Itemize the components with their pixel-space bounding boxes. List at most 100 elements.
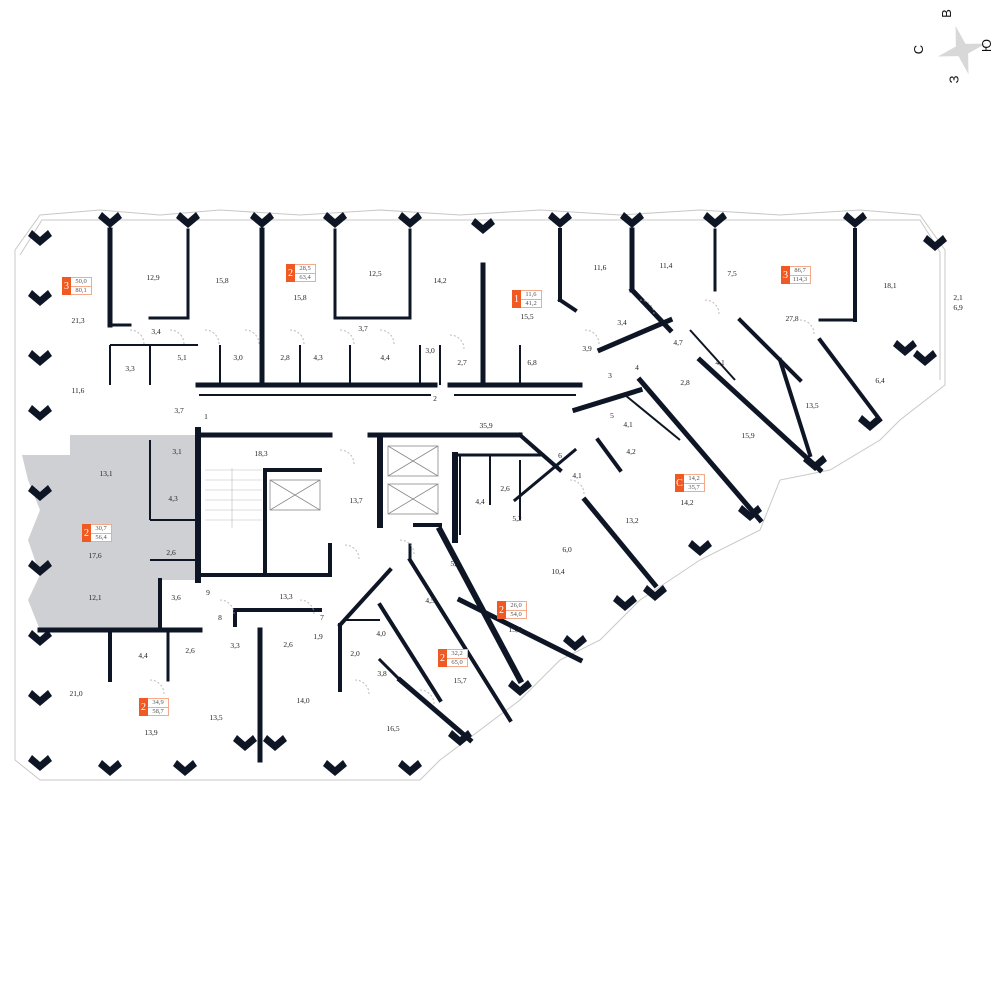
room-area-label: 13,5	[209, 713, 222, 722]
column-icon	[738, 505, 762, 521]
apartment-badge[interactable]: 2 30,7 56,4	[82, 524, 112, 542]
room-area-label: 3,3	[230, 641, 240, 650]
column-icon	[263, 735, 287, 751]
room-area-label: 4,1	[623, 420, 633, 429]
apartment-areas: 30,7 56,4	[91, 524, 112, 542]
column-icon	[28, 405, 52, 421]
room-area-label: 15,7	[453, 676, 466, 685]
compass-star-icon	[937, 25, 987, 75]
room-area-label: 14,0	[296, 696, 309, 705]
column-icon	[173, 760, 197, 776]
apartment-badge[interactable]: 2 34,9 58,7	[139, 698, 169, 716]
apartment-badge[interactable]: 1 11,6 41,2	[512, 290, 542, 308]
column-icon	[843, 212, 867, 228]
column-icon	[508, 680, 532, 696]
room-area-label: 2,6	[185, 646, 195, 655]
room-area-label: 15,5	[520, 312, 533, 321]
column-icon	[620, 212, 644, 228]
apartment-badge[interactable]: С 14,2 35,7	[675, 474, 705, 492]
room-area-label: 4,0	[376, 629, 386, 638]
room-area-label: 3,9	[582, 344, 592, 353]
apartment-badge[interactable]: 3 86,7 114,3	[781, 266, 811, 284]
apartment-badge[interactable]: 2 28,5 63,4	[286, 264, 316, 282]
column-icon	[913, 350, 937, 366]
room-area-label: 2,6	[500, 484, 510, 493]
room-area-label: 10,4	[551, 567, 564, 576]
column-icon	[643, 585, 667, 601]
column-icon	[448, 730, 472, 746]
stairs	[205, 468, 262, 528]
column-icon	[28, 350, 52, 366]
column-icon	[323, 212, 347, 228]
room-area-label: 5,1	[177, 353, 187, 362]
column-icon	[98, 212, 122, 228]
room-area-label: 17,6	[88, 551, 101, 560]
room-area-label: 18,1	[883, 281, 896, 290]
room-area-label: 2,1	[953, 293, 963, 302]
room-area-label: 3,8	[377, 669, 387, 678]
total-area: 58,7	[152, 708, 164, 715]
room-area-label: 11,6	[594, 263, 607, 272]
room-area-label: 12,9	[146, 273, 159, 282]
total-area: 65,0	[451, 659, 463, 666]
room-area-label: 27,8	[785, 314, 798, 323]
apartment-badge[interactable]: 2 32,2 65,0	[438, 649, 468, 667]
room-area-label: 4	[635, 363, 639, 372]
room-area-label: 2,6	[166, 548, 176, 557]
room-area-label: 6,8	[527, 358, 537, 367]
room-area-label: 4,5	[425, 596, 435, 605]
column-icon	[563, 635, 587, 651]
room-area-label: 5	[610, 411, 614, 420]
room-area-label: 13,9	[144, 728, 157, 737]
room-count: 3	[781, 266, 790, 284]
room-count: 3	[62, 277, 71, 295]
living-area: 34,9	[148, 699, 168, 708]
column-icon	[28, 755, 52, 771]
apartment-badge[interactable]: 2 26,0 54,0	[497, 601, 527, 619]
total-area: 54,0	[510, 611, 522, 618]
column-icon	[471, 218, 495, 234]
apartment-areas: 32,2 65,0	[447, 649, 468, 667]
compass-south: Ю	[979, 38, 995, 53]
column-icon	[548, 212, 572, 228]
columns	[28, 212, 947, 776]
apartment-areas: 14,2 35,7	[684, 474, 705, 492]
room-area-label: 1,9	[313, 632, 323, 641]
room-area-label: 2,8	[280, 353, 290, 362]
living-area: 32,2	[447, 650, 467, 659]
living-area: 86,7	[790, 267, 810, 276]
room-area-label: 4,3	[313, 353, 323, 362]
room-area-label: 3,4	[151, 327, 161, 336]
column-icon	[28, 230, 52, 246]
elevators	[269, 445, 439, 515]
column-icon	[703, 212, 727, 228]
room-count: 2	[497, 601, 506, 619]
compass-east: В	[938, 9, 954, 18]
room-area-label: 2,8	[680, 378, 690, 387]
room-area-label: 3,7	[358, 324, 368, 333]
apartment-badge[interactable]: 3 50,0 80,1	[62, 277, 92, 295]
room-area-label: 7,5	[727, 269, 737, 278]
total-area: 63,4	[299, 274, 311, 281]
room-area-label: 4,7	[673, 338, 683, 347]
apartment-areas: 86,7 114,3	[790, 266, 811, 284]
room-count: 2	[82, 524, 91, 542]
living-area: 14,2	[684, 475, 704, 484]
column-icon	[28, 690, 52, 706]
room-area-label: 4,4	[380, 353, 390, 362]
total-area: 56,4	[95, 534, 107, 541]
room-area-label: 3,6	[171, 593, 181, 602]
room-area-label: 9	[206, 588, 210, 597]
room-area-label: 5,2	[512, 514, 522, 523]
room-area-label: 15,6	[508, 625, 521, 634]
room-area-label: 15,9	[741, 431, 754, 440]
room-area-label: 2,6	[283, 640, 293, 649]
room-area-label: 3,0	[233, 353, 243, 362]
room-area-label: 3,1	[172, 447, 182, 456]
column-icon	[923, 235, 947, 251]
column-icon	[28, 290, 52, 306]
room-area-label: 13,2	[625, 516, 638, 525]
living-area: 50,0	[71, 278, 91, 287]
room-area-label: 6,9	[953, 303, 963, 312]
